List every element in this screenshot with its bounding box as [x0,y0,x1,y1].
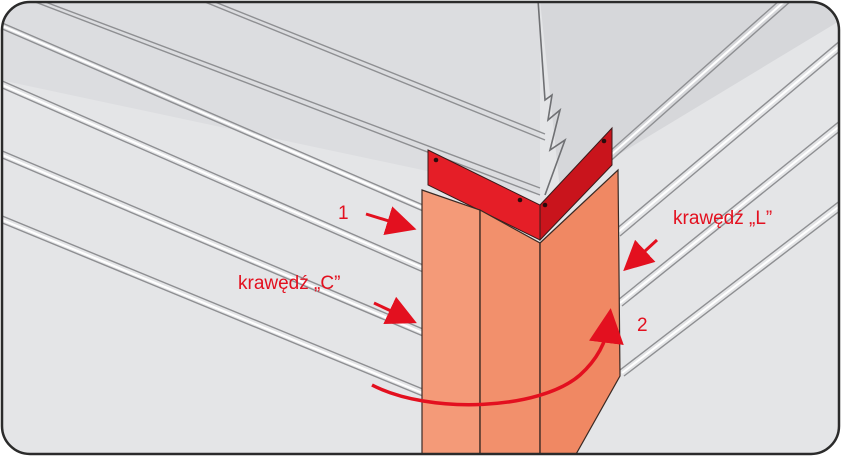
arrow-edge-c [373,296,417,324]
upper-wall-right [540,2,839,190]
right-wall-siding [599,2,839,377]
label-edge-c: krawędź „C” [238,273,340,294]
arrow-rotation-curve [371,308,624,407]
arrow-step1 [365,206,417,236]
label-edge-l: krawędź „L” [673,208,772,229]
upper-wall-left [2,2,540,195]
corner-torn-edge [537,2,567,196]
label-step-2: 2 [637,315,648,336]
corner-trim-red [427,126,613,242]
left-wall-highlights [2,24,431,397]
label-step-1: 1 [338,203,349,224]
corner-cover-salmon [421,168,621,454]
right-wall-highlights [602,2,839,374]
arrow-edge-l [623,238,659,272]
left-wall-siding [2,2,546,400]
